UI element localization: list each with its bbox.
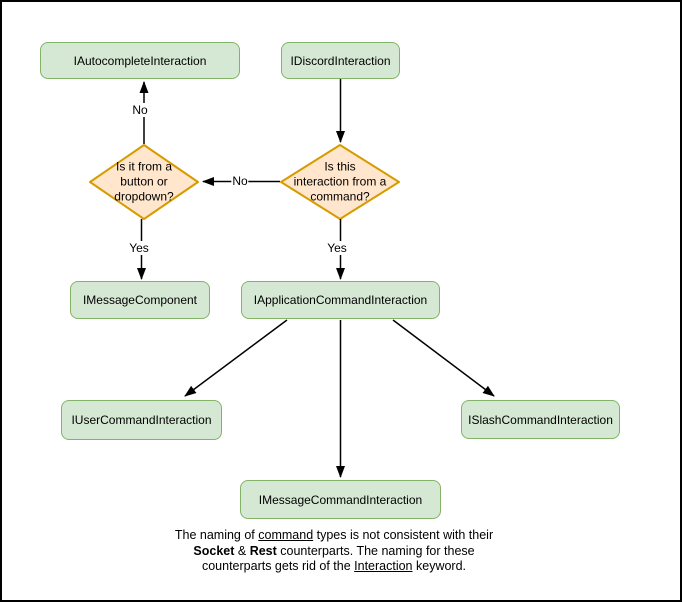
node-message-command-interaction: IMessageCommandInteraction	[240, 480, 441, 519]
note-segment: types is not consistent with their	[313, 528, 494, 542]
note-segment: keyword.	[412, 559, 467, 573]
decision-from-command-label: Is this interaction from a command?	[294, 160, 387, 205]
node-application-command-interaction: IApplicationCommandInteraction	[241, 281, 440, 319]
decision-button-dropdown-shape	[89, 144, 199, 220]
node-message-command-interaction-label: IMessageCommandInteraction	[258, 492, 423, 507]
edge-label-no-up: No	[131, 103, 149, 117]
note-segment: counterparts gets rid of the	[201, 559, 355, 573]
node-message-component-label: IMessageComponent	[82, 293, 198, 307]
node-autocomplete-interaction: IAutocompleteInteraction	[40, 42, 240, 79]
decision-line: Is it from a	[115, 159, 173, 174]
node-user-command-interaction-label: IUserCommandInteraction	[71, 413, 212, 427]
note-segment-underlined: command	[258, 528, 314, 542]
node-user-command-interaction: IUserCommandInteraction	[61, 400, 222, 440]
node-application-command-interaction-label: IApplicationCommandInteraction	[253, 293, 428, 307]
decision-line: Is this	[324, 159, 356, 174]
note-line-2: Socket & Rest counterparts. The naming f…	[104, 544, 564, 560]
arrow-app-command-to-user-command	[184, 319, 288, 397]
edge-label-yes-left: Yes	[128, 241, 150, 255]
node-discord-interaction-label: IDiscordInteraction	[290, 53, 391, 68]
decision-line: button or	[120, 174, 168, 189]
note-segment-bold: Socket	[193, 543, 235, 558]
note-text: The naming of command types is not consi…	[104, 528, 564, 575]
note-segment-underlined: Interaction	[354, 559, 413, 573]
edge-label-no-left: No	[231, 174, 249, 188]
note-segment: &	[234, 543, 250, 558]
decision-button-dropdown-label: Is it from a button or dropdown?	[114, 160, 173, 205]
node-discord-interaction: IDiscordInteraction	[281, 42, 400, 79]
note-line-3: counterparts gets rid of the Interaction…	[104, 559, 564, 575]
edge-label-yes-right: Yes	[326, 241, 348, 255]
decision-line: dropdown?	[114, 189, 174, 204]
node-slash-command-interaction: ISlashCommandInteraction	[461, 400, 620, 439]
arrow-app-command-to-slash-command	[392, 319, 495, 397]
node-autocomplete-interaction-label: IAutocompleteInteraction	[73, 53, 207, 68]
note-segment-bold: Rest	[249, 543, 277, 558]
node-slash-command-interaction-label: ISlashCommandInteraction	[468, 412, 613, 427]
decision-line: command?	[310, 189, 370, 204]
note-segment: counterparts. The naming for these	[276, 543, 475, 558]
note-line-1: The naming of command types is not consi…	[104, 528, 564, 544]
node-message-component: IMessageComponent	[70, 281, 210, 319]
note-segment: The naming of	[174, 528, 259, 542]
decision-line: interaction from a	[293, 174, 387, 189]
